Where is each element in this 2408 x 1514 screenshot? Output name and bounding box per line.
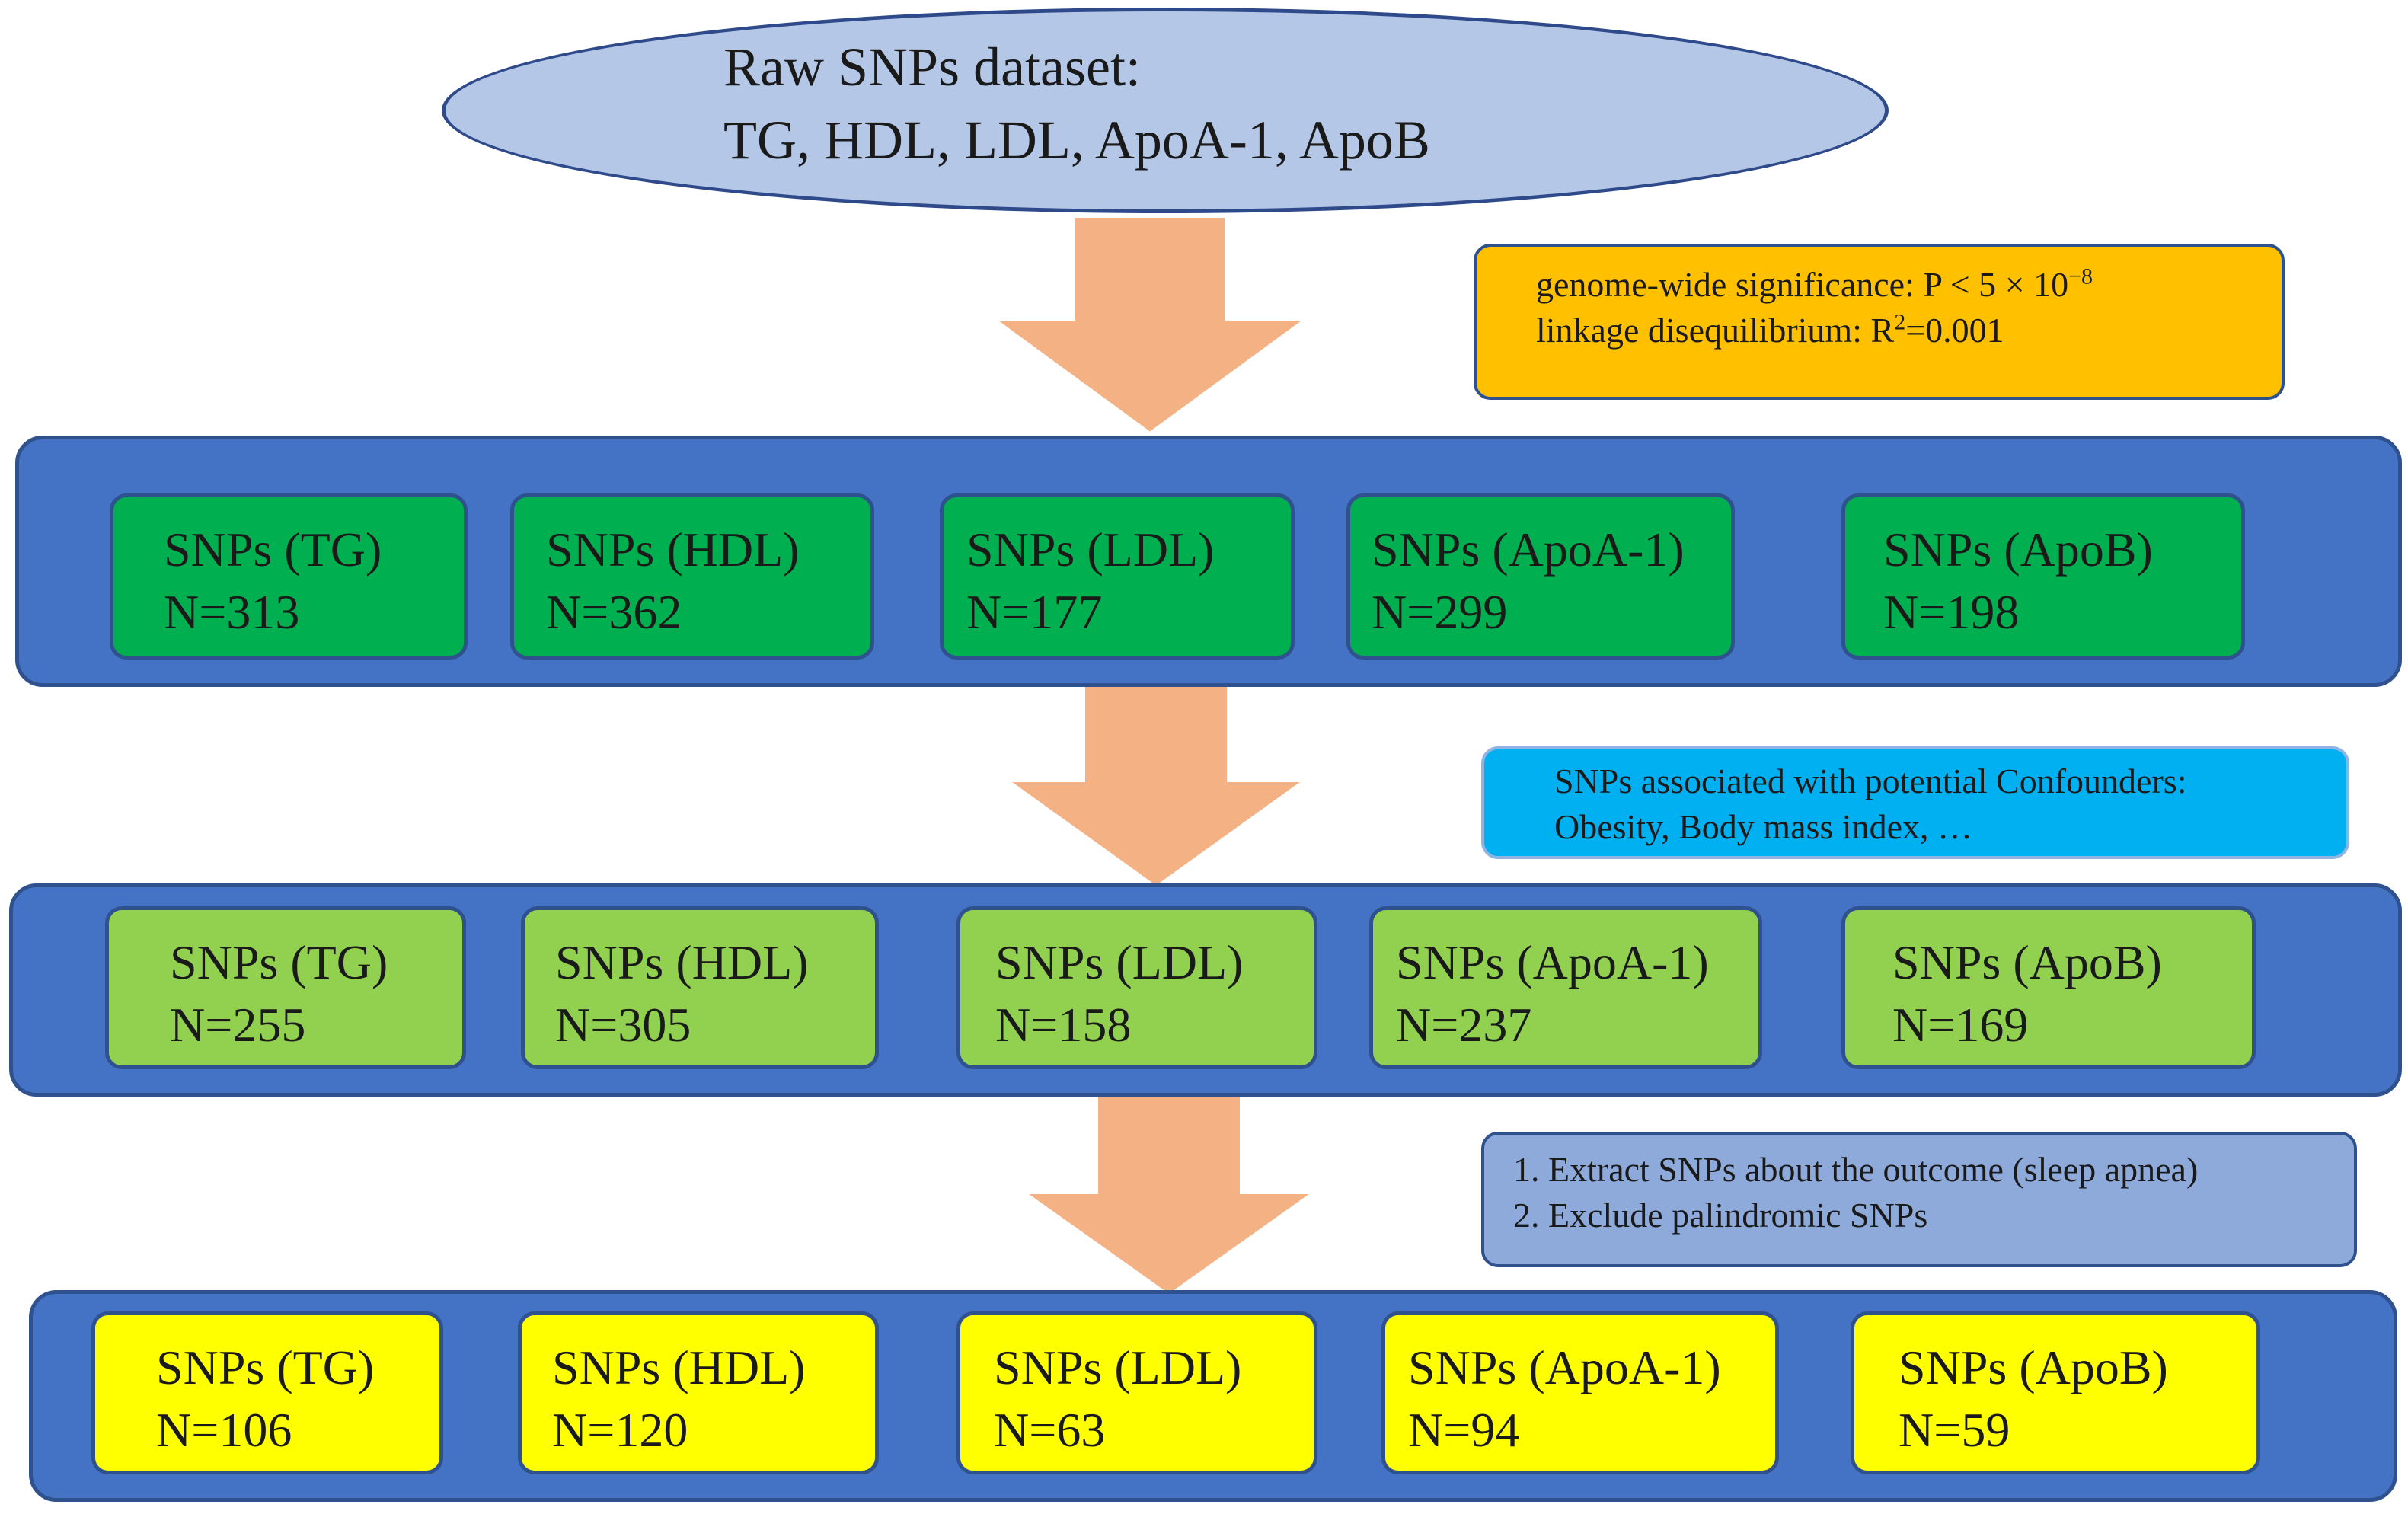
- snp-box-row1-apob: SNPs (ApoB) N=198: [1841, 493, 2245, 660]
- snp-box-count: N=169: [1892, 998, 2029, 1052]
- start-text: Raw SNPs dataset: TG, HDL, LDL, ApoA-1, …: [723, 30, 1713, 177]
- filter-note-outcome: 1. Extract SNPs about the outcome (sleep…: [1481, 1132, 2357, 1267]
- filter-note-confounders: SNPs associated with potential Confounde…: [1481, 746, 2349, 859]
- snp-box-count: N=94: [1408, 1403, 1520, 1457]
- filter-note-outcome-line1: 1. Extract SNPs about the outcome (sleep…: [1513, 1150, 2199, 1189]
- flow-arrow-2: [1004, 685, 1308, 891]
- snp-box-row3-apob: SNPs (ApoB) N=59: [1851, 1311, 2260, 1474]
- snp-box-count: N=299: [1372, 585, 1508, 639]
- snp-box-row2-hdl: SNPs (HDL) N=305: [521, 906, 879, 1069]
- filter-note-significance-line2: linkage disequilibrium: R2=0.001: [1536, 309, 2004, 350]
- snp-box-count: N=362: [546, 585, 682, 639]
- snp-box-count: N=255: [170, 998, 306, 1052]
- snp-box-label: SNPs (ApoA-1): [1396, 935, 1709, 989]
- snp-box-label: SNPs (TG): [156, 1340, 375, 1394]
- snp-box-label: SNPs (LDL): [995, 935, 1244, 989]
- snp-box-count: N=59: [1899, 1403, 2010, 1457]
- snp-box-label: SNPs (ApoB): [1899, 1340, 2168, 1394]
- snp-box-row3-ldl: SNPs (LDL) N=63: [956, 1311, 1317, 1474]
- snp-box-count: N=63: [994, 1403, 1106, 1457]
- snp-box-label: SNPs (ApoB): [1883, 522, 2153, 577]
- snp-box-label: SNPs (HDL): [552, 1340, 806, 1394]
- snp-box-count: N=158: [995, 998, 1132, 1052]
- filter-note-outcome-line2: 2. Exclude palindromic SNPs: [1513, 1196, 1928, 1235]
- snp-box-label: SNPs (TG): [164, 522, 382, 577]
- snp-box-label: SNPs (TG): [170, 935, 388, 989]
- snp-box-row1-hdl: SNPs (HDL) N=362: [510, 493, 874, 660]
- snp-box-row3-tg: SNPs (TG) N=106: [91, 1311, 443, 1474]
- snp-box-label: SNPs (ApoA-1): [1372, 522, 1685, 577]
- snp-box-row3-apoa1: SNPs (ApoA-1) N=94: [1381, 1311, 1779, 1474]
- snp-box-row2-tg: SNPs (TG) N=255: [105, 906, 466, 1069]
- start-ellipse: [442, 8, 1889, 213]
- snp-box-count: N=177: [966, 585, 1103, 639]
- flow-arrow-1: [990, 216, 1310, 437]
- snp-box-row1-ldl: SNPs (LDL) N=177: [940, 493, 1295, 660]
- snp-box-row2-apob: SNPs (ApoB) N=169: [1841, 906, 2256, 1069]
- snp-box-row3-hdl: SNPs (HDL) N=120: [518, 1311, 879, 1474]
- snp-box-count: N=120: [552, 1403, 688, 1457]
- filter-note-significance-line1: genome-wide significance: P < 5 × 10−8: [1536, 264, 2093, 304]
- snp-box-row2-ldl: SNPs (LDL) N=158: [956, 906, 1317, 1069]
- flow-arrow-3: [1020, 1094, 1317, 1299]
- snp-box-label: SNPs (HDL): [546, 522, 800, 577]
- filter-note-significance: genome-wide significance: P < 5 × 10−8 l…: [1474, 244, 2285, 400]
- snp-box-count: N=237: [1396, 998, 1532, 1052]
- snp-box-count: N=313: [164, 585, 300, 639]
- snp-box-label: SNPs (ApoB): [1892, 935, 2162, 989]
- snp-box-label: SNPs (LDL): [994, 1340, 1242, 1394]
- filter-note-confounders-line1: SNPs associated with potential Confounde…: [1554, 762, 2187, 800]
- snp-box-count: N=106: [156, 1403, 292, 1457]
- start-line2: TG, HDL, LDL, ApoA-1, ApoB: [723, 110, 1430, 171]
- snp-box-label: SNPs (HDL): [555, 935, 809, 989]
- filter-note-confounders-line2: Obesity, Body mass index, …: [1554, 807, 1972, 846]
- snp-box-label: SNPs (LDL): [966, 522, 1215, 577]
- snp-box-row2-apoa1: SNPs (ApoA-1) N=237: [1369, 906, 1762, 1069]
- start-line1: Raw SNPs dataset:: [723, 37, 1141, 97]
- snp-box-count: N=305: [555, 998, 691, 1052]
- snp-box-label: SNPs (ApoA-1): [1408, 1340, 1721, 1394]
- snp-box-count: N=198: [1883, 585, 2020, 639]
- snp-box-row1-tg: SNPs (TG) N=313: [110, 493, 468, 660]
- snp-box-row1-apoa1: SNPs (ApoA-1) N=299: [1346, 493, 1735, 660]
